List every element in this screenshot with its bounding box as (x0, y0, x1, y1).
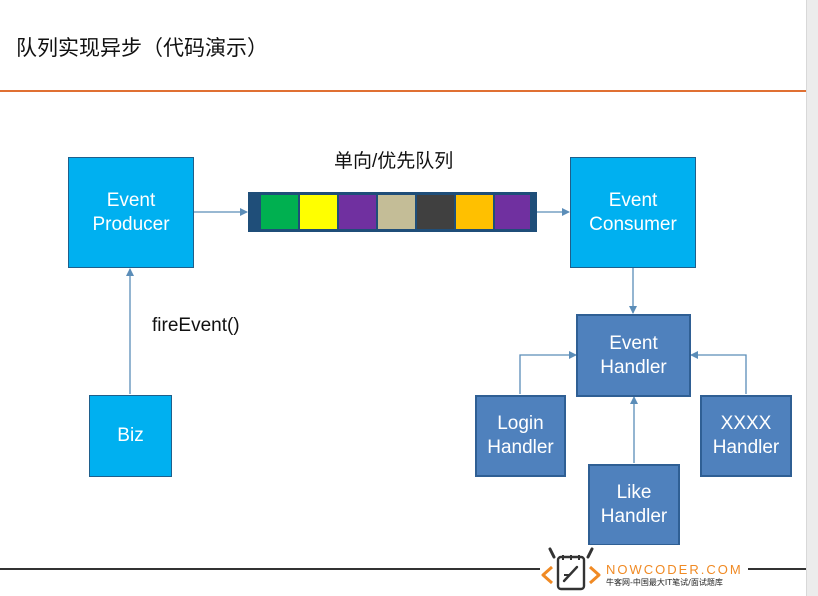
title-divider (0, 90, 806, 92)
like-handler-label: Like Handler (600, 482, 668, 527)
xxxx-handler-box: XXXX Handler (700, 395, 792, 477)
queue-cell (261, 195, 298, 229)
queue-cell (378, 195, 415, 229)
queue-label: 单向/优先队列 (334, 151, 454, 172)
fire-event-label: fireEvent() (152, 315, 240, 336)
login-handler-box: Login Handler (475, 395, 566, 477)
event-handler-label: Event Handler (600, 332, 667, 378)
event-consumer-box: Event Consumer (570, 157, 696, 268)
watermark-brand: NOWCODER.COM (606, 562, 743, 577)
event-consumer-label: Event Consumer (589, 189, 677, 235)
footer-divider (0, 568, 540, 570)
queue-cell (417, 195, 454, 229)
xxxx-handler-label: XXXX Handler (712, 413, 780, 458)
nowcoder-watermark: NOWCODER.COM 牛客网-中国最大IT笔试/面试题库 (540, 545, 748, 591)
event-producer-box: Event Producer (68, 157, 194, 268)
queue-bar (248, 192, 537, 232)
slide-title: 队列实现异步（代码演示） (16, 36, 268, 60)
biz-box: Biz (89, 395, 172, 477)
login-handler-label: Login Handler (487, 413, 554, 458)
like-handler-box: Like Handler (588, 464, 680, 546)
event-handler-box: Event Handler (576, 314, 691, 397)
nowcoder-logo-icon (541, 547, 601, 591)
watermark-slogan: 牛客网-中国最大IT笔试/面试题库 (606, 578, 723, 587)
window-edge (806, 0, 818, 596)
footer-divider-right (748, 568, 806, 570)
queue-cell (339, 195, 376, 229)
login-to-handler-arrow (519, 351, 577, 394)
xxxx-to-handler-arrow (690, 351, 747, 394)
event-producer-label: Event Producer (92, 189, 170, 235)
queue-cell (456, 195, 493, 229)
queue-cell (300, 195, 337, 229)
queue-cell (495, 195, 530, 229)
biz-label: Biz (117, 425, 144, 446)
